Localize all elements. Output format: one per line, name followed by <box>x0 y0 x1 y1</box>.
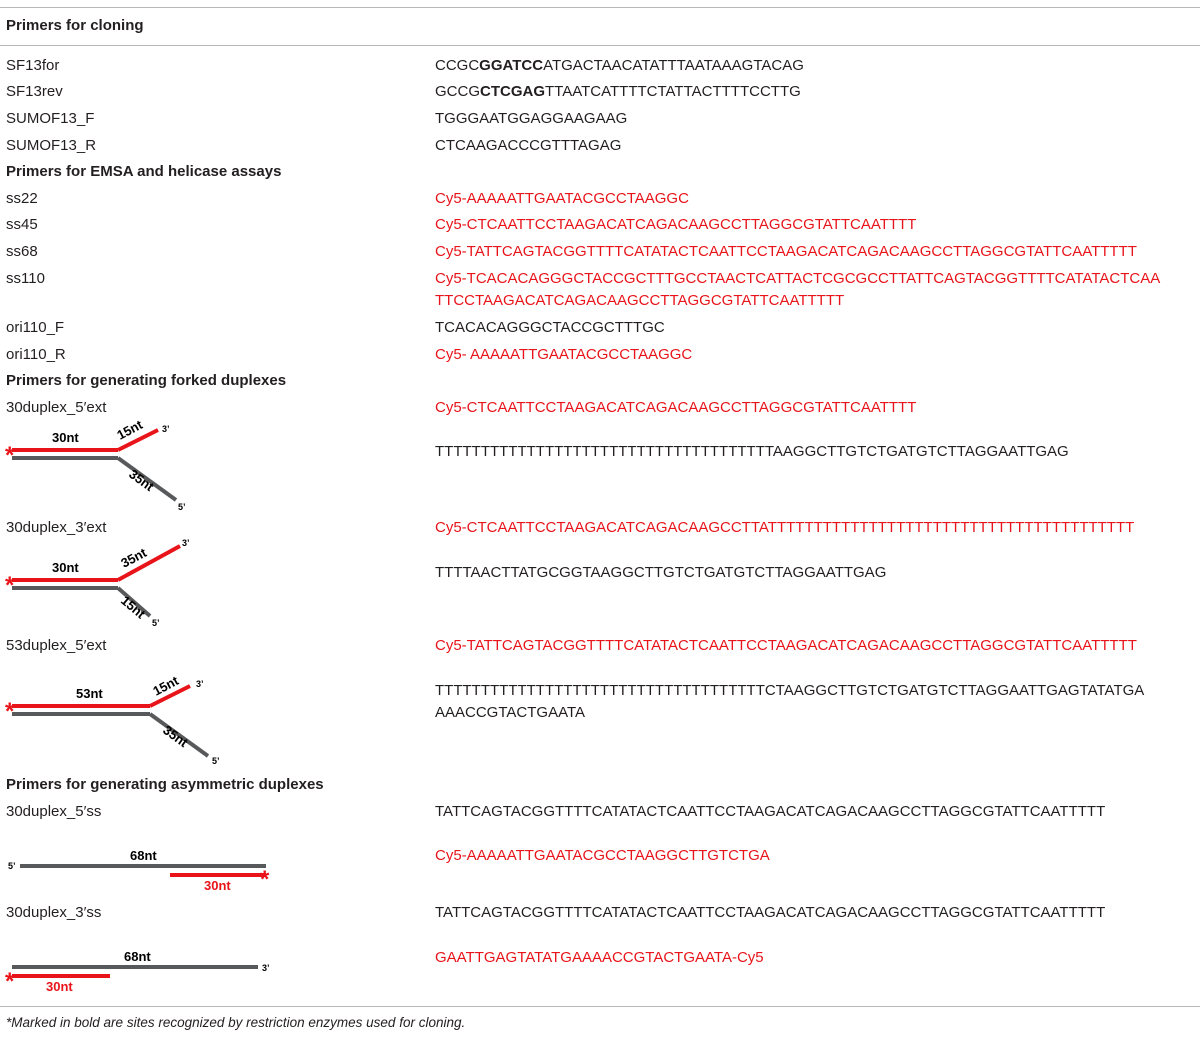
primer-name: 30duplex_5′ext <box>6 399 107 416</box>
primer-name: ss22 <box>6 190 38 207</box>
primer-name: SF13for <box>6 57 60 74</box>
primer-name: SUMOF13_F <box>6 110 95 127</box>
primer-sequence: Cy5-CTCAATTCCTAAGACATCAGACAAGCCTTAGGCGTA… <box>435 216 917 233</box>
primer-name: 30duplex_5′ss <box>6 803 102 820</box>
bottom-overhang-label: 35nt <box>160 722 191 750</box>
primer-sequence: Cy5-AAAAATTGAATACGCCTAAGGC <box>435 190 689 207</box>
primer-name: ori110_F <box>6 319 65 336</box>
primer-sequence: GCCGCTCGAGTTAATCATTTTCTATTACTTTTCCTTG <box>435 83 801 100</box>
primer-name: 53duplex_5′ext <box>6 637 107 654</box>
forked-duplex-diagram-1: * 30nt 15nt 3’ 35nt 5’ <box>5 417 186 512</box>
primer-name: 30duplex_3′ss <box>6 904 102 921</box>
table-bottom-rule <box>0 1006 1200 1007</box>
primer-name: ori110_R <box>6 346 66 363</box>
primer-name: ss68 <box>6 243 38 260</box>
duplex-length-label: 30nt <box>52 560 79 575</box>
primer-sequence: CCGCGGATCCATGACTAACATATTTAATAAAGTACAG <box>435 57 804 74</box>
bottom-overhang-label: 15nt <box>118 593 149 622</box>
cy5-star: * <box>5 572 15 599</box>
primer-sequence-continued: TTCCTAAGACATCAGACAAGCCTTAGGCGTATTCAATTTT… <box>435 292 845 309</box>
section-heading-asymmetric: Primers for generating asymmetric duplex… <box>6 776 324 793</box>
primer-name: 30duplex_3′ext <box>6 519 107 536</box>
cy5-star: * <box>5 698 15 725</box>
five-prime-label: 5’ <box>178 502 186 512</box>
overhang-strand-gray <box>116 586 152 618</box>
primer-sequence: Cy5-TATTCAGTACGGTTTTCATATACTCAATTCCTAAGA… <box>435 637 1137 654</box>
cy5-star: * <box>5 442 15 469</box>
primer-sequence: TATTCAGTACGGTTTTCATATACTCAATTCCTAAGACATC… <box>435 904 1106 921</box>
overhang-strand-red <box>149 684 191 708</box>
primer-sequence: Cy5-CTCAATTCCTAAGACATCAGACAAGCCTTAGGCGTA… <box>435 399 917 416</box>
primer-sequence: TTTTTTTTTTTTTTTTTTTTTTTTTTTTTTTTTTTTTAAG… <box>435 443 1069 460</box>
forked-duplex-diagram-3: * 53nt 15nt 3’ 35nt 5’ <box>5 673 220 766</box>
three-prime-label: 3’ <box>196 679 204 689</box>
forked-duplex-diagram-2: * 30nt 35nt 3’ 15nt 5’ <box>5 538 190 628</box>
primer-sequence: Cy5-TATTCAGTACGGTTTTCATATACTCAATTCCTAAGA… <box>435 243 1137 260</box>
five-prime-label: 5’ <box>212 756 220 766</box>
short-strand-length-label: 30nt <box>204 878 231 893</box>
primer-sequence: Cy5- AAAAATTGAATACGCCTAAGGC <box>435 346 693 363</box>
primer-name: ss110 <box>6 270 45 287</box>
primer-sequence: TCACACAGGGCTACCGCTTTGC <box>435 319 665 336</box>
duplex-length-label: 30nt <box>52 430 79 445</box>
asymmetric-duplex-diagram-2: * 68nt 3’ 30nt <box>5 949 270 995</box>
overhang-strand-red <box>117 544 181 582</box>
table-top-rule <box>0 7 1200 8</box>
five-prime-label: 5’ <box>8 861 16 871</box>
primer-sequence: TTTTTTTTTTTTTTTTTTTTTTTTTTTTTTTTTTTTCTAA… <box>435 682 1145 699</box>
primer-name: SUMOF13_R <box>6 137 97 154</box>
short-strand-length-label: 30nt <box>46 979 73 994</box>
cy5-star: * <box>260 866 270 893</box>
primer-sequence: GAATTGAGTATATGAAAACCGTACTGAATA-Cy5 <box>435 949 764 966</box>
primer-sequence-continued: AAACCGTACTGAATA <box>435 704 586 721</box>
primer-sequence: TATTCAGTACGGTTTTCATATACTCAATTCCTAAGACATC… <box>435 803 1106 820</box>
table-footnote: *Marked in bold are sites recognized by … <box>6 1015 466 1030</box>
cy5-star: * <box>5 968 15 995</box>
header-rule <box>0 45 1200 46</box>
three-prime-label: 3’ <box>182 538 190 548</box>
overhang-strand-gray <box>148 712 210 758</box>
primer-sequence: Cy5-AAAAATTGAATACGCCTAAGGCTTGTCTGA <box>435 847 770 864</box>
overhang-strand-gray <box>116 456 178 502</box>
bottom-overhang-label: 35nt <box>126 466 157 494</box>
overhang-strand-red <box>117 428 159 452</box>
section-heading-cloning: Primers for cloning <box>6 17 144 34</box>
three-prime-label: 3’ <box>162 424 170 434</box>
primer-sequence: Cy5-CTCAATTCCTAAGACATCAGACAAGCCTTATTTTTT… <box>435 519 1135 536</box>
long-strand-length-label: 68nt <box>130 848 157 863</box>
duplex-length-label: 53nt <box>76 686 103 701</box>
five-prime-label: 5’ <box>152 618 160 628</box>
long-strand-length-label: 68nt <box>124 949 151 964</box>
primer-sequence: CTCAAGACCCGTTTAGAG <box>435 137 622 154</box>
primer-sequence: TGGGAATGGAGGAAGAAG <box>435 110 628 127</box>
primer-name: SF13rev <box>6 83 63 100</box>
primer-name: ss45 <box>6 216 38 233</box>
restriction-site: CTCGAG <box>480 83 545 100</box>
three-prime-label: 3’ <box>262 963 270 973</box>
primer-sequence: Cy5-TCACACAGGGCTACCGCTTTGCCTAACTCATTACTC… <box>435 270 1161 287</box>
asymmetric-duplex-diagram-1: 5’ 68nt 30nt * <box>8 848 270 893</box>
section-heading-forked: Primers for generating forked duplexes <box>6 372 287 389</box>
restriction-site: GGATCC <box>479 57 544 74</box>
section-heading-emsa: Primers for EMSA and helicase assays <box>6 163 282 180</box>
primer-sequence: TTTTAACTTATGCGGTAAGGCTTGTCTGATGTCTTAGGAA… <box>435 564 887 581</box>
